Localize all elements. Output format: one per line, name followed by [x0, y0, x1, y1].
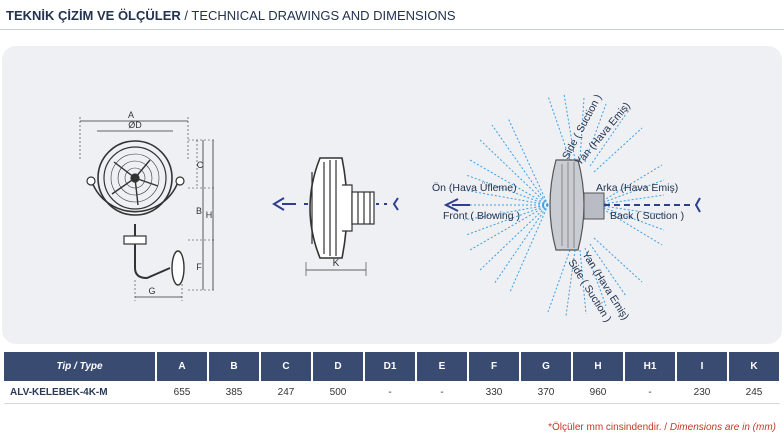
dim-label-f: F	[196, 262, 202, 272]
airflow-axis-arrow	[443, 197, 701, 213]
header-cell-a: A	[156, 352, 209, 381]
cell-model: ALV-KELEBEK-4K-M	[4, 381, 156, 404]
spec-table-header-row: Tip / Type A B C D D1 E F G H H1 I K	[4, 352, 781, 381]
dim-label-k: K	[333, 258, 340, 269]
cell-b: 385	[208, 381, 260, 404]
header-cell-d: D	[312, 352, 365, 381]
airflow-lines	[463, 93, 665, 317]
footnote-tr: *Ölçüler mm cinsindendir.	[548, 422, 662, 433]
cell-g: 370	[520, 381, 572, 404]
header-cell-type: Tip / Type	[4, 352, 157, 381]
section-title-separator: /	[180, 8, 192, 23]
header-divider	[0, 29, 784, 30]
airflow-fan	[549, 159, 605, 251]
dim-label-d: ØD	[128, 120, 142, 130]
dim-label-a: A	[128, 110, 134, 120]
cell-a: 655	[156, 381, 208, 404]
dim-label-b: B	[196, 206, 202, 216]
header-cell-i: I	[676, 352, 729, 381]
dim-label-g: G	[148, 286, 155, 296]
cell-h1: -	[624, 381, 676, 404]
header-cell-g: G	[520, 352, 573, 381]
section-title-en: TECHNICAL DRAWINGS AND DIMENSIONS	[191, 8, 456, 23]
cell-k: 245	[728, 381, 780, 404]
cell-h: 960	[572, 381, 624, 404]
header-cell-c: C	[260, 352, 313, 381]
airflow-back-tr: Arka (Hava Emiş)	[596, 182, 678, 194]
units-footnote: *Ölçüler mm cinsindendir. / Dimensions a…	[548, 422, 776, 433]
cell-f: 330	[468, 381, 520, 404]
header-cell-b: B	[208, 352, 261, 381]
header-cell-e: E	[416, 352, 469, 381]
footnote-en: Dimensions are in (mm)	[669, 422, 776, 433]
cell-e: -	[416, 381, 468, 404]
airflow-front-en: Front ( Blowing )	[443, 210, 520, 222]
section-title: TEKNİK ÇİZİM VE ÖLÇÜLER / TECHNICAL DRAW…	[6, 8, 456, 23]
header-cell-f: F	[468, 352, 521, 381]
side-view	[305, 157, 375, 276]
footnote-separator: /	[661, 422, 670, 433]
dim-label-h: H	[206, 210, 213, 220]
header-cell-h1: H1	[624, 352, 677, 381]
section-title-tr: TEKNİK ÇİZİM VE ÖLÇÜLER	[6, 8, 181, 23]
header-cell-k: K	[728, 352, 781, 381]
cell-d: 500	[312, 381, 364, 404]
airflow-front-tr: Ön (Hava Üfleme)	[432, 182, 517, 194]
dim-label-c: C	[197, 160, 204, 170]
header-cell-h: H	[572, 352, 625, 381]
spec-table: Tip / Type A B C D D1 E F G H H1 I K ALV…	[4, 352, 781, 404]
cell-d1: -	[364, 381, 416, 404]
front-view	[79, 117, 216, 301]
side-flow-arrow	[272, 197, 399, 211]
airflow-back-en: Back ( Suction )	[610, 210, 684, 222]
cell-c: 247	[260, 381, 312, 404]
header-cell-d1: D1	[364, 352, 417, 381]
table-row: ALV-KELEBEK-4K-M 655 385 247 500 - - 330…	[4, 381, 780, 404]
cell-i: 230	[676, 381, 728, 404]
